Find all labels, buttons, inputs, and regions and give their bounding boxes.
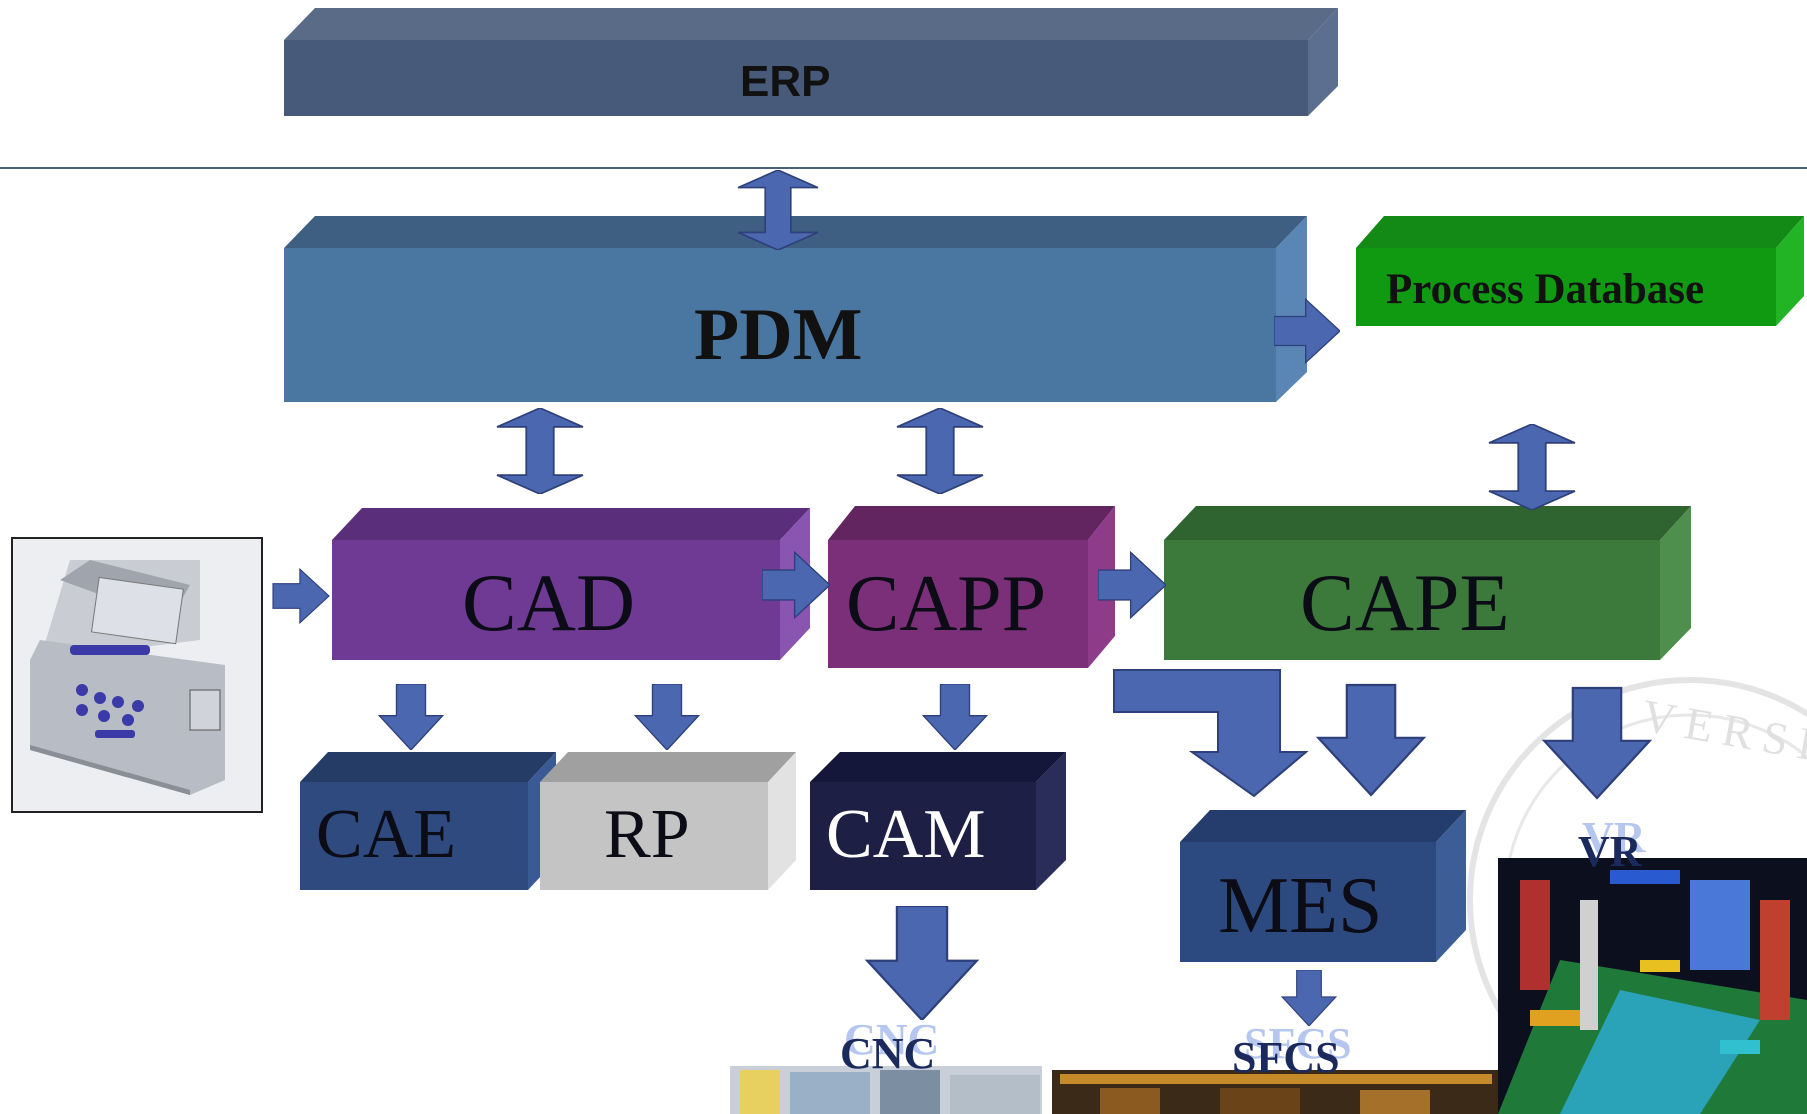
mes-box <box>1180 810 1466 962</box>
erp-label: ERP <box>740 57 831 106</box>
capp-mes-bent-arrow <box>1113 669 1309 798</box>
sfcs-factory-photo <box>1052 1070 1500 1114</box>
rp-box <box>540 752 796 890</box>
erp-box <box>284 8 1338 116</box>
rp-label: RP <box>604 796 690 873</box>
sfcs-label: SFCS <box>1232 1033 1340 1082</box>
capp-cam-arrow <box>922 684 988 750</box>
arrows <box>272 170 1652 1026</box>
pdm-label: PDM <box>694 294 863 376</box>
cape-box <box>1164 506 1691 660</box>
vr-label: VR <box>1578 827 1642 876</box>
cad-rp-arrow <box>634 684 700 750</box>
cape-mes-arrow <box>1316 683 1426 797</box>
process-database-box <box>1356 216 1804 326</box>
cam-cnc-arrow <box>865 906 979 1020</box>
vr-simulation-image <box>1498 858 1807 1114</box>
capp-box <box>828 506 1115 668</box>
capp-label: CAPP <box>846 560 1047 648</box>
processdb-cape-double-arrow <box>1487 424 1577 510</box>
pdm-box <box>284 216 1307 402</box>
cnc-machine-photo <box>730 1066 1042 1114</box>
mes-sfcs-arrow <box>1281 970 1337 1026</box>
cape-vr-arrow <box>1542 686 1652 800</box>
cnc-label: CNC <box>840 1029 936 1078</box>
product-device-image <box>11 537 263 813</box>
pdm-capp-double-arrow <box>895 408 985 494</box>
process-database-label: Process Database <box>1386 266 1705 313</box>
cam-label: CAM <box>826 796 986 873</box>
cam-box <box>810 752 1066 890</box>
erp-pdm-double-arrow <box>736 170 820 250</box>
cape-label: CAPE <box>1300 557 1510 648</box>
pdm-cad-double-arrow <box>495 408 585 494</box>
cad-cae-arrow <box>378 684 444 750</box>
product-cad-arrow <box>272 568 330 624</box>
cae-label: CAE <box>316 796 456 873</box>
mes-label: MES <box>1218 862 1383 950</box>
cad-label: CAD <box>462 557 636 648</box>
cad-box <box>332 508 810 660</box>
